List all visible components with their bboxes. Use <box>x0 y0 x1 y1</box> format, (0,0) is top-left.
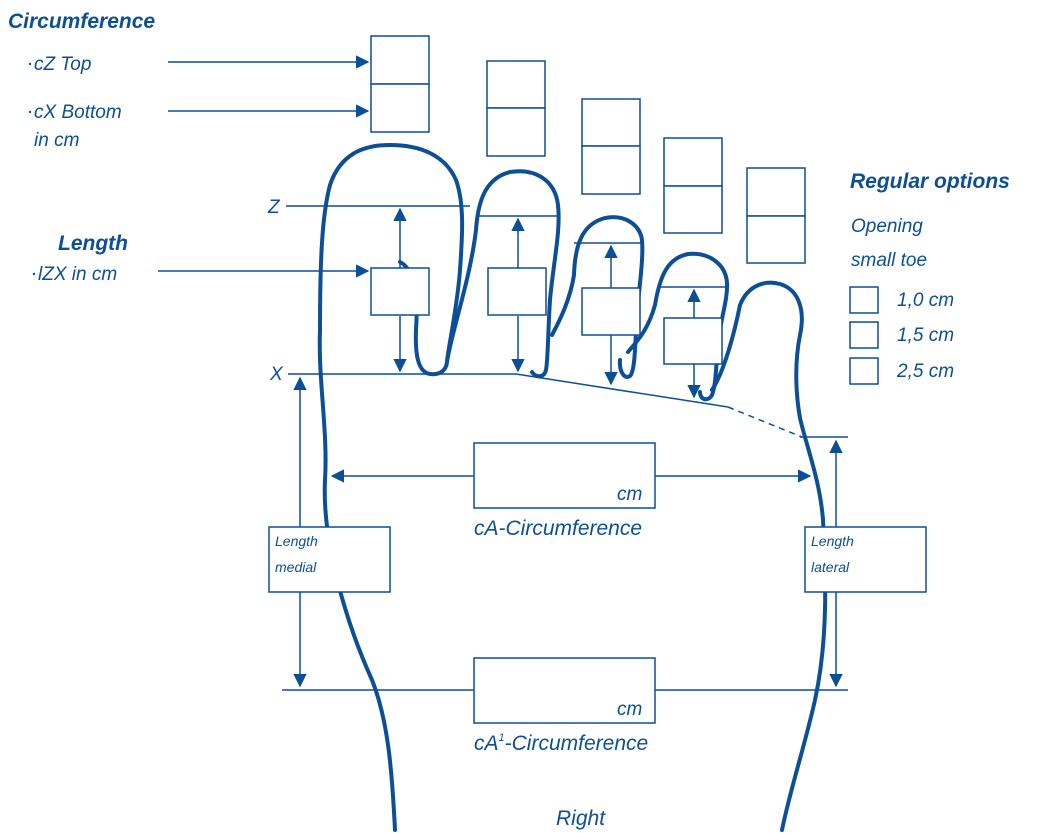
regular-options-heading: Regular options <box>850 170 1010 193</box>
bullet-dot <box>32 272 36 276</box>
toe4-cz-top-input[interactable] <box>663 137 723 187</box>
toe2-cx-bottom-input[interactable] <box>486 107 546 157</box>
toe2-length-input[interactable] <box>487 267 547 316</box>
length-medial-line2: medial <box>275 559 317 575</box>
circumference-heading: Circumference <box>8 10 155 33</box>
cx-bottom-label: cX Bottom <box>34 102 122 123</box>
bullet-dot <box>28 110 32 114</box>
toe3-outline <box>550 215 645 379</box>
toe1-length-input[interactable] <box>370 267 430 316</box>
ca1-circumference-label: cA1-Circumference <box>474 732 648 755</box>
bullet-dot <box>28 62 32 66</box>
option-1-0-checkbox[interactable] <box>849 286 879 314</box>
option-1-0-label: 1,0 cm <box>897 290 954 311</box>
toe1-cz-top-input[interactable] <box>370 35 430 85</box>
option-2-5-label: 2,5 cm <box>896 361 954 382</box>
length-lateral-line2: lateral <box>811 559 850 575</box>
option-1-5-checkbox[interactable] <box>849 321 879 349</box>
cz-top-label: cZ Top <box>34 54 91 75</box>
ca1-unit: cm <box>617 699 642 720</box>
toe3-length-input[interactable] <box>581 287 641 336</box>
toe-baseline-dashed <box>727 406 803 438</box>
in-cm-label: in cm <box>34 130 79 151</box>
z-marker: Z <box>267 197 281 218</box>
big-toe-outline <box>318 143 465 377</box>
length-lateral-input[interactable] <box>804 526 927 593</box>
toe5-cz-top-input[interactable] <box>746 167 806 217</box>
x-marker: X <box>269 364 284 385</box>
ca-circumference-label: cA-Circumference <box>474 517 642 540</box>
opening-label: Opening <box>851 216 923 237</box>
side-label: Right <box>556 807 606 830</box>
option-1-5-label: 1,5 cm <box>897 325 954 346</box>
toe-baseline-slant <box>515 373 729 408</box>
length-medial-input[interactable] <box>268 526 391 593</box>
toe2-outline <box>445 169 561 379</box>
option-2-5-checkbox[interactable] <box>849 357 879 385</box>
small-toe-label: small toe <box>851 250 927 271</box>
toe4-length-input[interactable] <box>663 317 723 365</box>
little-toe-outline <box>710 280 825 522</box>
toe3-cz-top-input[interactable] <box>581 98 641 147</box>
toe1-cx-bottom-input[interactable] <box>370 83 430 133</box>
ca1-circumference-input[interactable] <box>473 657 656 724</box>
toe4-outline <box>626 251 730 402</box>
toe2-cz-top-input[interactable] <box>486 60 546 109</box>
toe5-cx-bottom-input[interactable] <box>746 215 806 264</box>
lzx-label: lZX in cm <box>38 264 117 285</box>
toe3-cx-bottom-input[interactable] <box>581 145 641 195</box>
ca-unit: cm <box>617 484 642 505</box>
length-heading: Length <box>58 232 128 255</box>
ca-circumference-input[interactable] <box>473 442 656 509</box>
toe4-cx-bottom-input[interactable] <box>663 185 723 234</box>
length-medial-line1: Length <box>275 533 318 549</box>
length-lateral-line1: Length <box>811 533 854 549</box>
